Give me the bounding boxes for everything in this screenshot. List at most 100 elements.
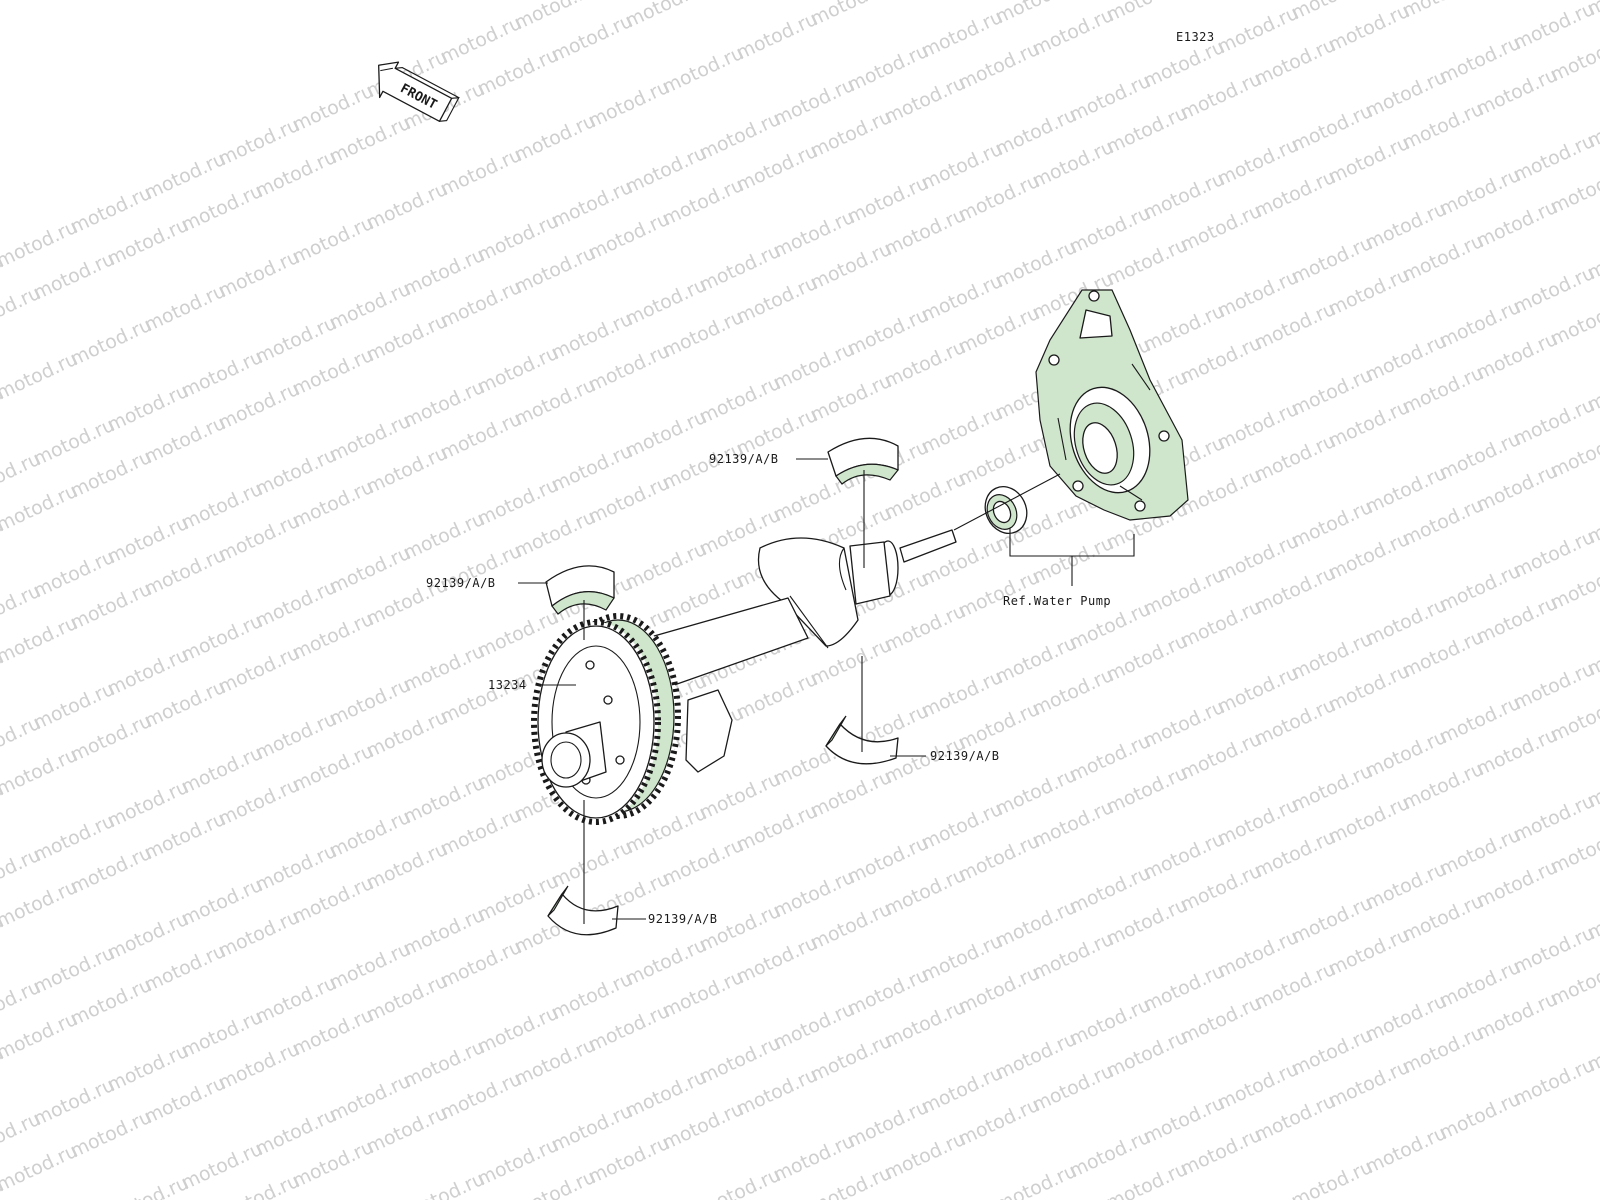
watermark-text: motod.ru: [733, 8, 821, 65]
watermark-text: motod.ru: [215, 642, 303, 699]
watermark-text: motod.ru: [992, 236, 1080, 293]
watermark-text: motod.ru: [918, 6, 1006, 63]
watermark-text: motod.ru: [1362, 858, 1450, 915]
watermark-text: motod.ru: [141, 1072, 229, 1129]
callout-bearing-top-left[interactable]: 92139/A/B: [426, 576, 496, 590]
watermark-text: motod.ru: [289, 80, 377, 137]
watermark-text: motod.ru: [141, 940, 229, 997]
watermark-text: motod.ru: [955, 698, 1043, 755]
watermark-text: motod.ru: [104, 214, 192, 271]
watermark-text: motod.ru: [252, 708, 340, 765]
watermark-text: motod.ru: [178, 180, 266, 237]
watermark-text: motod.ru: [1399, 494, 1487, 551]
callout-ref-water-pump[interactable]: Ref.Water Pump: [1003, 594, 1112, 608]
watermark-text: motod.ru: [733, 668, 821, 725]
watermark-text: motod.ru: [992, 632, 1080, 689]
watermark-text: motod.ru: [1140, 36, 1228, 93]
watermark-text: motod.ru: [363, 706, 451, 763]
watermark-text: motod.ru: [585, 340, 673, 397]
watermark-text: motod.ru: [1029, 928, 1117, 985]
watermark-text: motod.ru: [437, 408, 525, 465]
watermark-text: motod.ru: [918, 798, 1006, 855]
watermark-text: motod.ru: [67, 182, 155, 239]
watermark-text: motod.ru: [437, 144, 525, 201]
watermark-text: motod.ru: [326, 806, 414, 863]
watermark-text: motod.ru: [1399, 98, 1487, 155]
watermark-text: motod.ru: [1288, 1024, 1376, 1081]
watermark-text: motod.ru: [807, 1030, 895, 1087]
watermark-text: motod.ru: [1473, 592, 1561, 649]
callout-gear[interactable]: 13234: [488, 678, 527, 692]
watermark-text: motod.ru: [1547, 954, 1600, 1011]
watermark-text: motod.ru: [770, 74, 858, 131]
watermark-text: motod.ru: [400, 376, 488, 433]
watermark-text: motod.ru: [363, 442, 451, 499]
callout-bearing-bottom-right[interactable]: 92139/A/B: [930, 749, 1000, 763]
callout-bearing-bottom-left[interactable]: 92139/A/B: [648, 912, 718, 926]
watermark-text: motod.ru: [881, 996, 969, 1053]
watermark-text: motod.ru: [178, 874, 266, 931]
watermark-text: motod.ru: [474, 870, 562, 927]
watermark-text: motod.ru: [1177, 992, 1265, 1049]
watermark-text: motod.ru: [30, 1074, 118, 1131]
watermark-text: motod.ru: [511, 374, 599, 431]
watermark-text: motod.ru: [1103, 630, 1191, 687]
watermark-text: motod.ru: [215, 378, 303, 435]
watermark-text: motod.ru: [548, 968, 636, 1025]
watermark-text: motod.ru: [881, 600, 969, 657]
watermark-text: motod.ru: [881, 1128, 969, 1185]
watermark-text: motod.ru: [326, 674, 414, 731]
watermark-text: motod.ru: [363, 1102, 451, 1159]
watermark-text: motod.ru: [363, 178, 451, 235]
watermark-text: motod.ru: [622, 274, 710, 331]
watermark-text: motod.ru: [178, 610, 266, 667]
watermark-text: motod.ru: [659, 834, 747, 891]
watermark-text: motod.ru: [511, 1034, 599, 1091]
callout-bearing-top-right[interactable]: 92139/A/B: [709, 452, 779, 466]
watermark-text: motod.ru: [252, 1104, 340, 1161]
watermark-text: motod.ru: [474, 1002, 562, 1059]
watermark-text: motod.ru: [1251, 694, 1339, 751]
watermark-text: motod.ru: [1140, 168, 1228, 225]
watermark-text: motod.ru: [1251, 1090, 1339, 1147]
watermark-text: motod.ru: [622, 142, 710, 199]
watermark-text: motod.ru: [511, 110, 599, 167]
watermark-text: motod.ru: [659, 966, 747, 1023]
watermark-text: motod.ru: [1066, 994, 1154, 1051]
watermark-text: motod.ru: [1399, 1022, 1487, 1079]
watermark-text: motod.ru: [1399, 890, 1487, 947]
watermark-text: motod.ru: [400, 508, 488, 565]
watermark-text: motod.ru: [141, 412, 229, 469]
watermark-text: motod.ru: [326, 938, 414, 995]
watermark-text: motod.ru: [1473, 196, 1561, 253]
watermark-text: motod.ru: [1436, 956, 1524, 1013]
watermark-text: motod.ru: [955, 38, 1043, 95]
watermark-text: motod.ru: [844, 832, 932, 889]
watermark-text: motod.ru: [1325, 924, 1413, 981]
watermark-text: motod.ru: [1140, 696, 1228, 753]
watermark-text: motod.ru: [289, 1136, 377, 1193]
watermark-text: motod.ru: [1029, 532, 1117, 589]
watermark-text: motod.ru: [659, 174, 747, 231]
watermark-text: motod.ru: [400, 772, 488, 829]
watermark-text: motod.ru: [326, 410, 414, 467]
watermark-text: motod.ru: [1473, 724, 1561, 781]
watermark-text: motod.ru: [1473, 988, 1561, 1045]
watermark-text: motod.ru: [659, 1098, 747, 1155]
watermark-text: motod.ru: [1399, 362, 1487, 419]
watermark-text: motod.ru: [1473, 460, 1561, 517]
watermark-text: motod.ru: [1066, 202, 1154, 259]
watermark-text: motod.ru: [622, 0, 710, 33]
watermark-text: motod.ru: [400, 904, 488, 961]
watermark-text: motod.ru: [548, 1100, 636, 1157]
watermark-text: motod.ru: [1547, 294, 1600, 351]
watermark-text: motod.ru: [1510, 262, 1598, 319]
watermark-text: motod.ru: [807, 766, 895, 823]
watermark-text: motod.ru: [1325, 0, 1413, 57]
watermark-text: motod.ru: [1251, 562, 1339, 619]
watermark-text: motod.ru: [437, 1068, 525, 1125]
watermark-text: motod.ru: [474, 342, 562, 399]
watermark-text: motod.ru: [807, 238, 895, 295]
watermark-text: motod.ru: [326, 278, 414, 335]
